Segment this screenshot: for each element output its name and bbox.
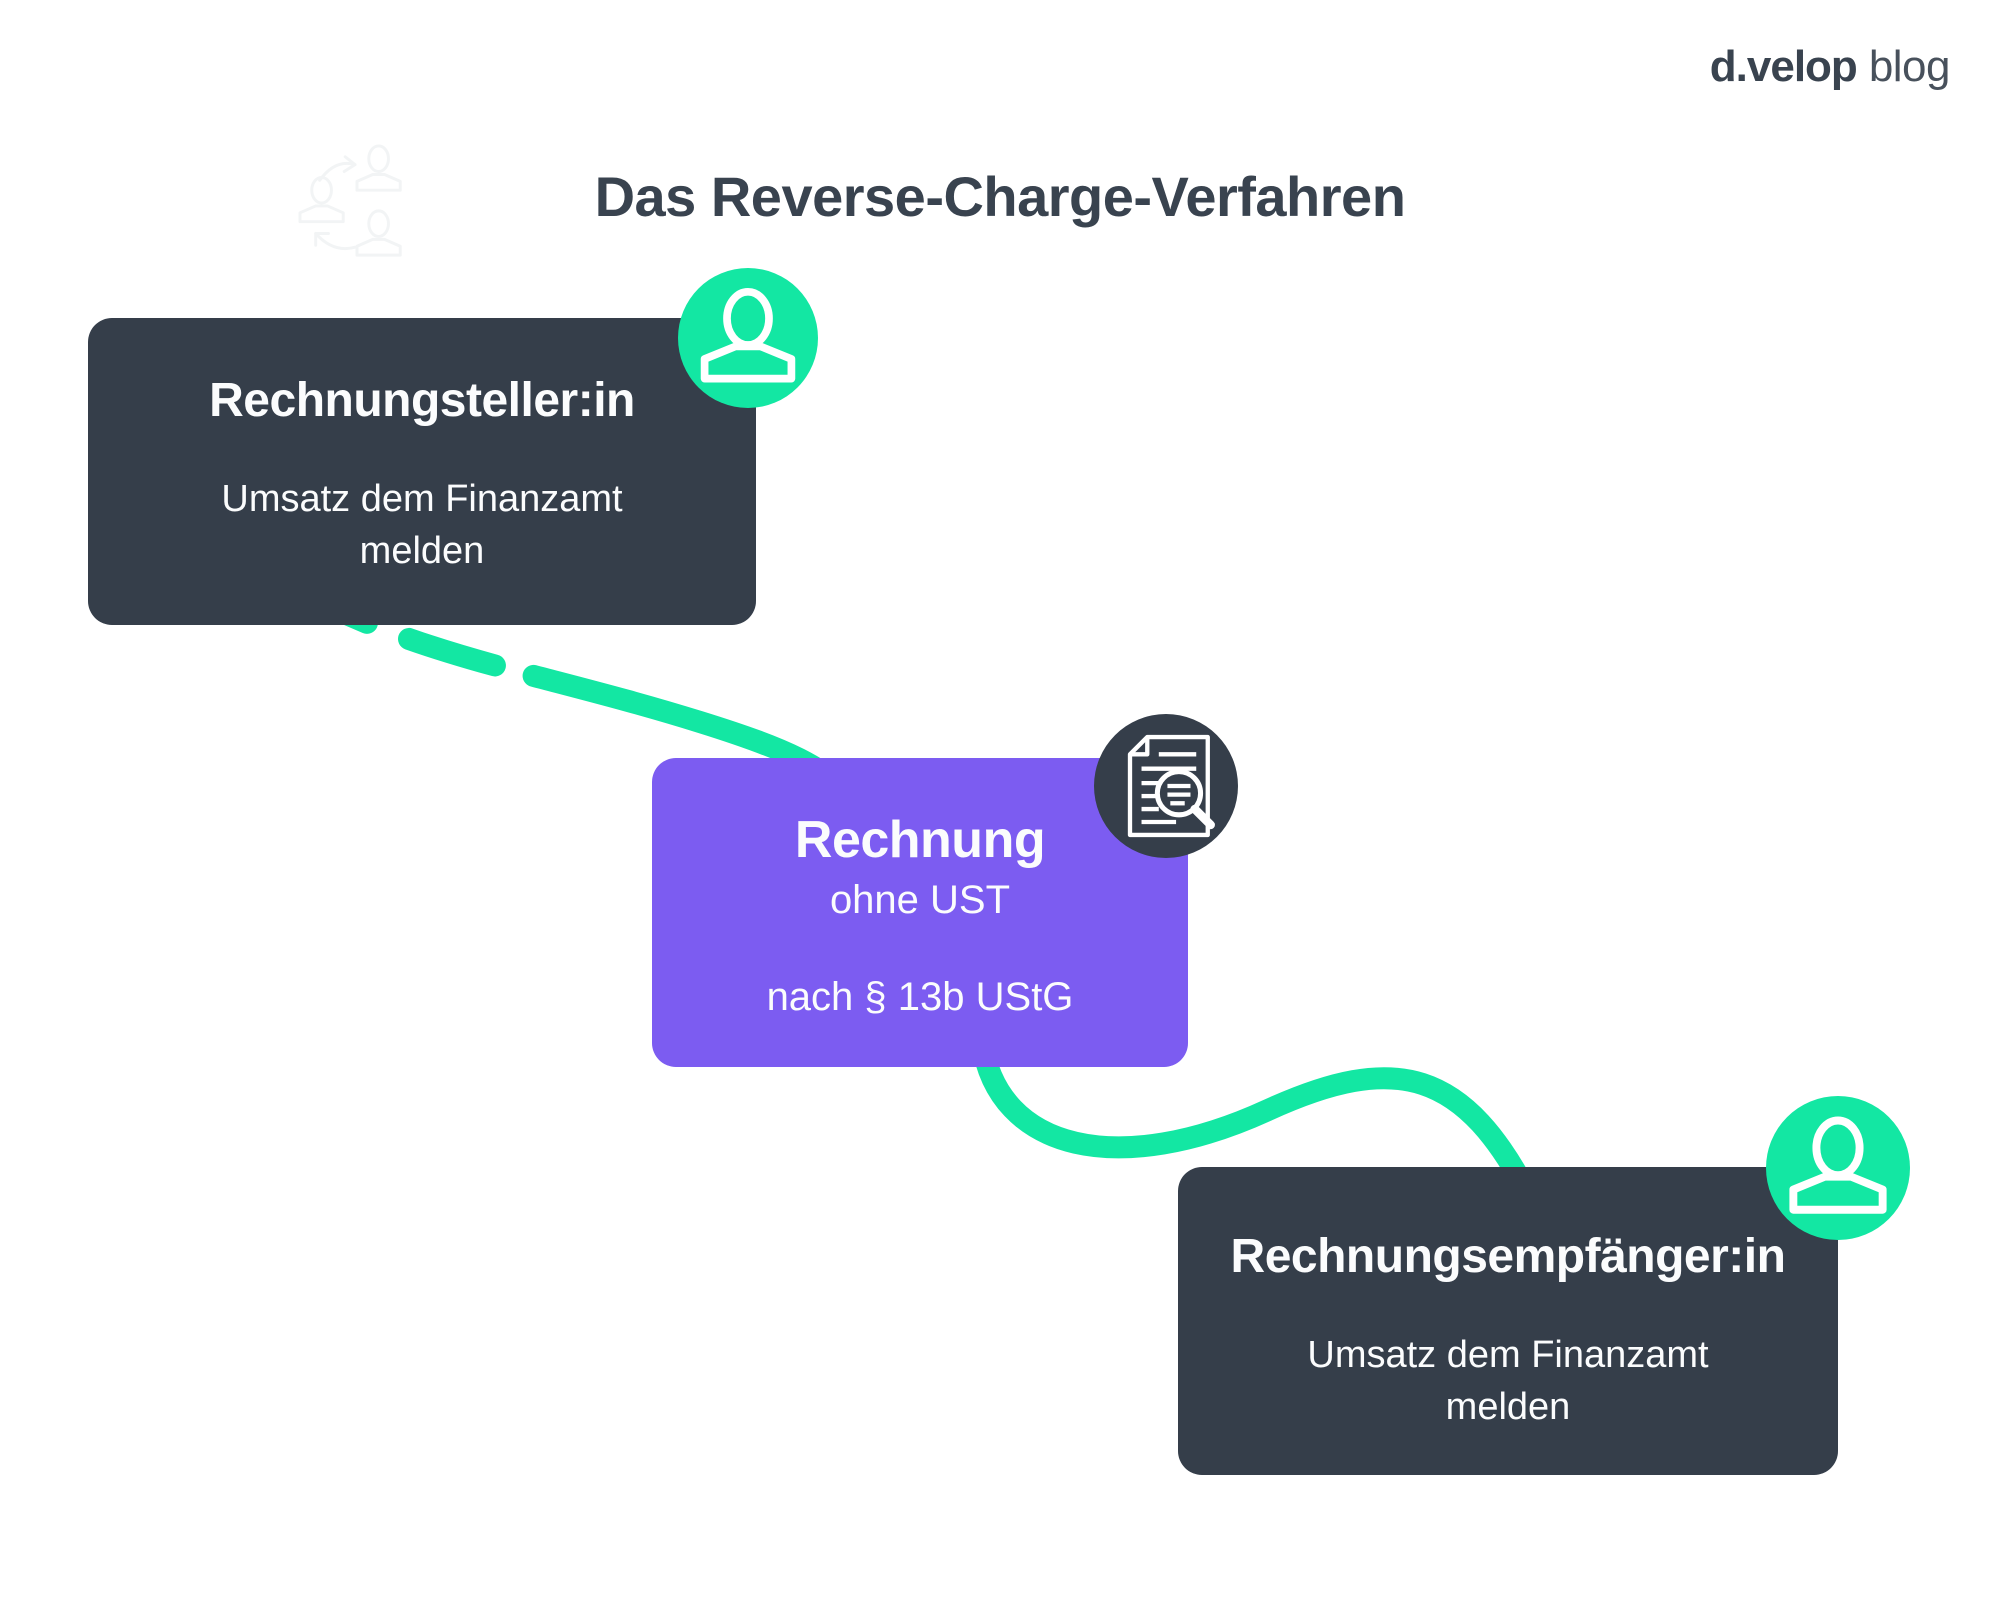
recipient-heading: Rechnungsempfänger:in <box>1230 1230 1786 1283</box>
issuer-body: Umsatz dem Finanzamt melden <box>221 478 623 572</box>
invoice-heading: Rechnung <box>794 811 1046 869</box>
logo-brand-text: d.velop <box>1709 42 1858 91</box>
page-title: Das Reverse-Charge-Verfahren <box>594 165 1406 228</box>
document-magnifier-icon <box>1127 734 1215 838</box>
issuer-heading: Rechnungsteller:in <box>209 374 635 427</box>
recipient-body: Umsatz dem Finanzamt melden <box>1307 1334 1709 1428</box>
issuer-card: Rechnungsteller:in Umsatz dem Finanzamt … <box>88 318 756 625</box>
invoice-document-badge <box>1094 714 1238 858</box>
invoice-subheading: ohne UST <box>829 878 1011 922</box>
invoice-note: nach § 13b UStG <box>766 975 1074 1019</box>
person-icon <box>700 287 796 383</box>
person-icon <box>1789 1116 1887 1214</box>
recipient-person-badge <box>1766 1096 1910 1240</box>
curve-invoice-to-recipient-icon <box>971 1031 1543 1213</box>
recipient-card: Rechnungsempfänger:in Umsatz dem Finanza… <box>1178 1167 1838 1475</box>
logo-suffix-text: blog <box>1868 42 1951 91</box>
issuer-person-badge <box>678 268 818 408</box>
people-cycle-watermark-icon <box>298 144 402 257</box>
